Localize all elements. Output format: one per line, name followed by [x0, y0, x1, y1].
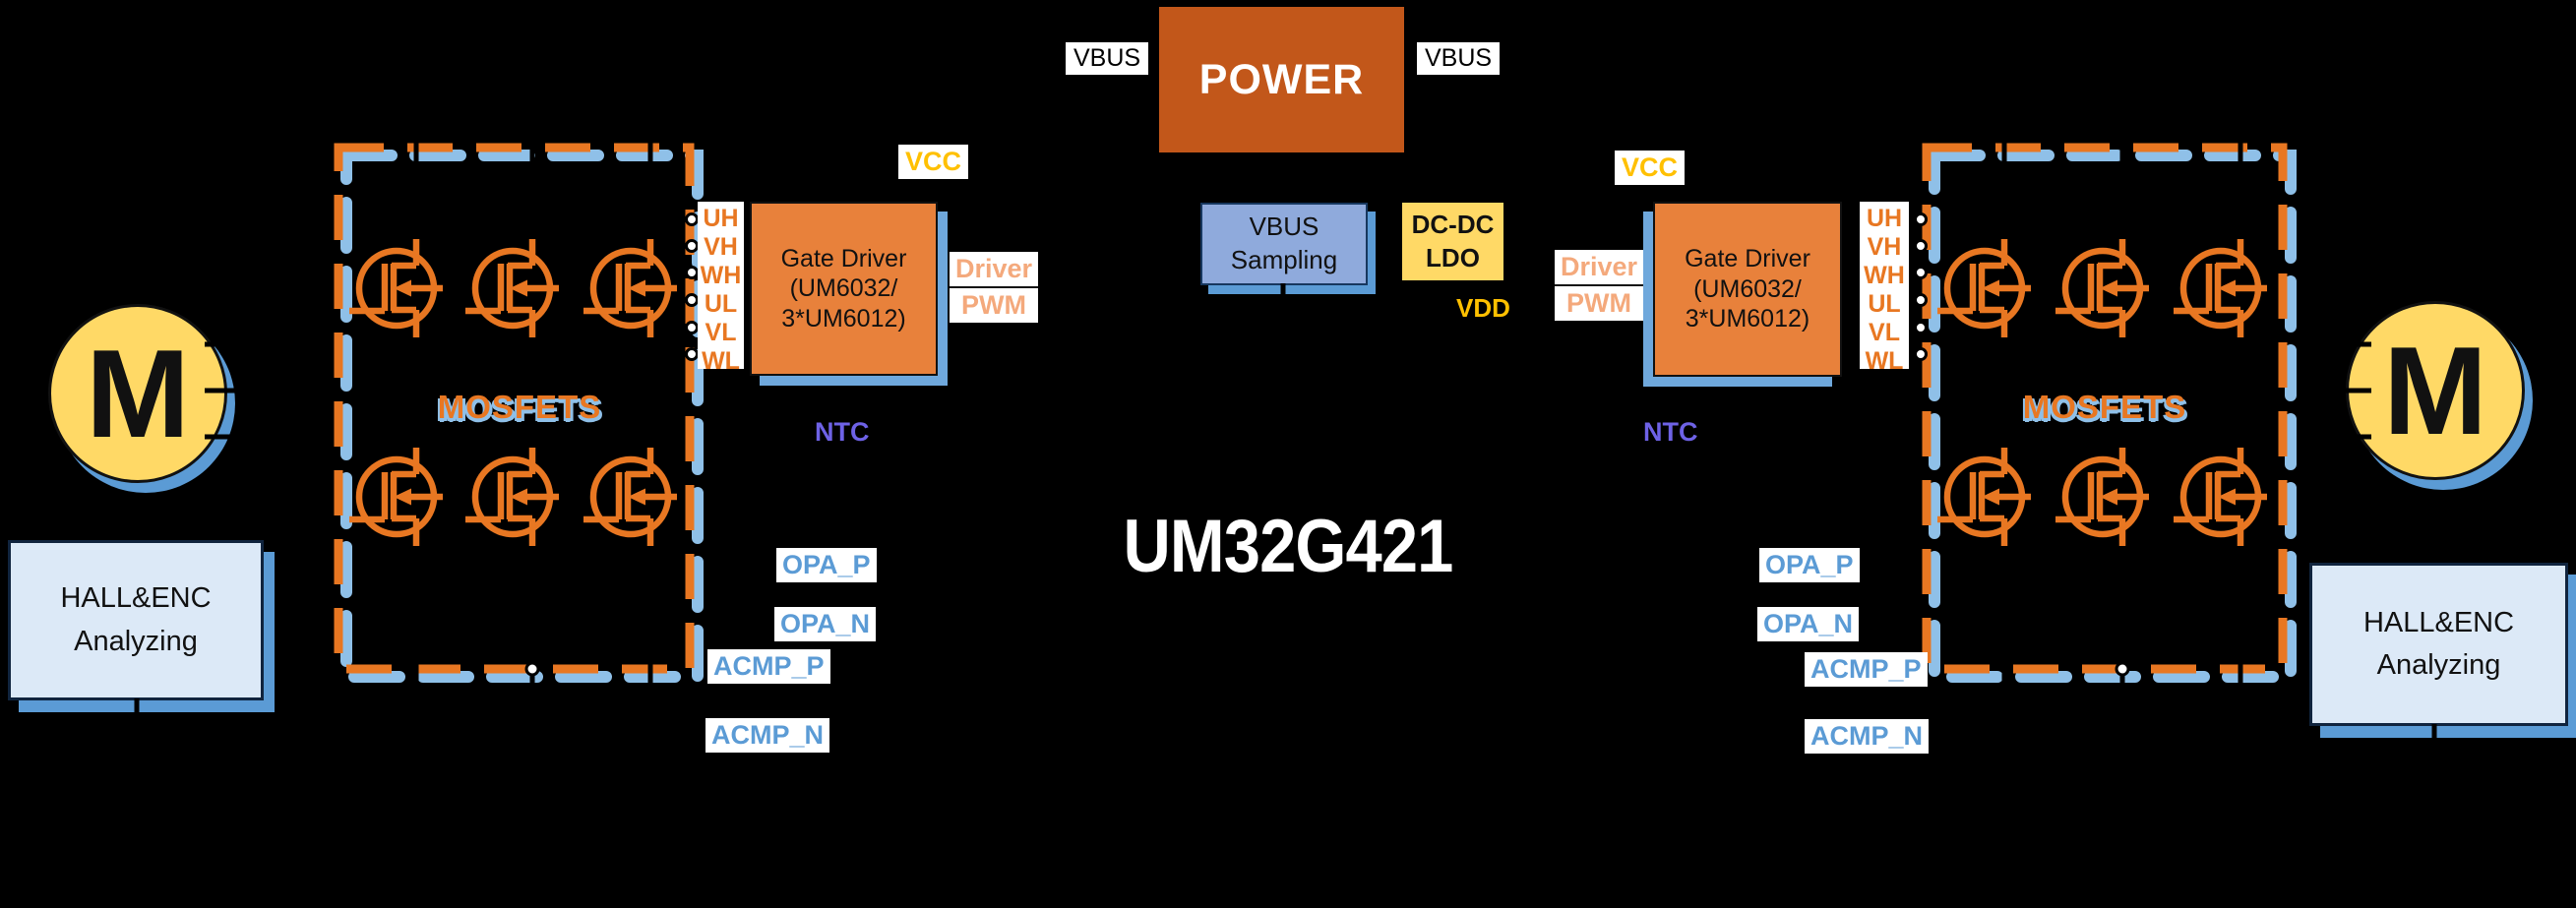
pin-vl-left: VL	[705, 319, 737, 346]
pin-uh-right: UH	[1866, 205, 1903, 232]
gate-driver-block-right: Gate Driver (UM6032/ 3*UM6012)	[1653, 202, 1842, 377]
driver-pwm-wire-right	[1555, 284, 1643, 286]
driver-right: Driver	[1560, 252, 1638, 281]
vbus-label-left: VBUS	[1066, 42, 1149, 75]
driver-pwm-label-right: Driver PWM	[1555, 250, 1643, 321]
opa-n-label-left: OPA_N	[774, 607, 877, 642]
pin-ul-left: UL	[704, 290, 738, 318]
hall-right-line2: Analyzing	[2376, 649, 2501, 681]
pin-labels-left: UH VH WH UL VL WL	[698, 202, 744, 375]
pin-labels-right: UH VH WH UL VL WL	[1860, 202, 1909, 375]
hall-enc-block-right: HALL&ENC Analyzing	[2309, 563, 2568, 726]
pin-ul-right: UL	[1868, 290, 1901, 318]
gate-driver-block-left: Gate Driver (UM6032/ 3*UM6012)	[750, 202, 938, 376]
opa-p-label-right: OPA_P	[1759, 548, 1860, 583]
acmp-p-label-right: ACMP_P	[1805, 652, 1928, 688]
acmp-p-label-left: ACMP_P	[707, 649, 830, 685]
acmp-n-label-right: ACMP_N	[1805, 719, 1930, 755]
dcdc-line1: DC-DC	[1411, 209, 1495, 239]
hall-left-line1: HALL&ENC	[60, 582, 212, 614]
pin-vh-left: VH	[704, 233, 738, 261]
pwm-left: PWM	[961, 290, 1026, 320]
chip-title: UM32G421	[1123, 505, 1454, 588]
pin-wh-right: WH	[1864, 262, 1905, 289]
motor-left: M	[48, 304, 227, 483]
dcdc-line2: LDO	[1426, 242, 1480, 272]
gate-right-line1: Gate Driver	[1685, 245, 1810, 273]
gate-left-line1: Gate Driver	[780, 244, 907, 272]
pin-vh-right: VH	[1867, 233, 1902, 261]
driver-pwm-label-left: Driver PWM	[950, 252, 1038, 323]
ntc-label-left: NTC	[815, 417, 870, 447]
mosfets-label-right: MOSFETS	[2022, 389, 2187, 425]
pin-uh-left: UH	[703, 205, 739, 232]
hall-right-line1: HALL&ENC	[2362, 606, 2515, 638]
connection-dots	[524, 212, 2130, 677]
vcc-label-right: VCC	[1615, 151, 1686, 186]
hall-left-line2: Analyzing	[74, 625, 198, 657]
motor-right: M	[2346, 301, 2525, 480]
vcc-label-left: VCC	[898, 145, 969, 180]
vdd-label: VDD	[1456, 293, 1510, 323]
driver-left: Driver	[954, 254, 1033, 283]
phase-lines	[413, 136, 2243, 689]
vbus-sampling-line1: VBUS	[1249, 212, 1319, 242]
pin-wl-left: WL	[702, 347, 740, 375]
pwm-right: PWM	[1566, 288, 1631, 318]
pin-wh-left: WH	[700, 262, 742, 289]
vbus-sampling-line2: Sampling	[1230, 245, 1338, 274]
opa-n-label-right: OPA_N	[1757, 607, 1860, 642]
motor-phase-ticks	[134, 283, 2437, 745]
vbus-sampling-block: VBUS Sampling	[1200, 203, 1368, 285]
mosfets-label-left: MOSFETS	[437, 389, 602, 425]
power-block: POWER	[1159, 7, 1404, 152]
driver-pwm-wire-left	[950, 286, 1038, 288]
opa-p-label-left: OPA_P	[776, 548, 877, 583]
dcdc-ldo-block: DC-DC LDO	[1402, 203, 1503, 280]
pin-vl-right: VL	[1869, 319, 1900, 346]
gate-right-line2: (UM6032/	[1693, 274, 1802, 303]
gate-left-line2: (UM6032/	[789, 274, 898, 303]
power-label: POWER	[1198, 55, 1365, 103]
ntc-label-right: NTC	[1643, 417, 1698, 447]
pin-wl-right: WL	[1865, 347, 1904, 375]
motor-right-label: M	[2383, 321, 2487, 460]
gate-left-line3: 3*UM6012)	[781, 304, 906, 333]
gate-right-line3: 3*UM6012)	[1685, 305, 1810, 333]
motor-left-label: M	[86, 324, 190, 463]
acmp-n-label-left: ACMP_N	[705, 718, 830, 754]
vbus-label-right: VBUS	[1417, 42, 1501, 75]
